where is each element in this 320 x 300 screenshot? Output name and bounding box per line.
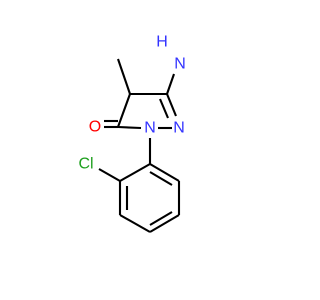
atom-labels: H N N N O Cl <box>78 34 185 173</box>
bond-ring-inner-3 <box>149 171 173 186</box>
bond-c3-amino <box>166 73 175 95</box>
bonds <box>98 58 181 233</box>
bond-ring-cl <box>98 168 121 182</box>
bond-c5-n1 <box>117 125 142 130</box>
atom-ring-n1-label: N <box>144 120 156 137</box>
atom-oxygen-label: O <box>89 119 101 136</box>
bond-c3-n2 <box>166 93 177 117</box>
atom-h2-label: H <box>156 34 168 51</box>
atom-amino-n-label: N <box>174 56 186 73</box>
bond-c4-c5 <box>117 93 131 128</box>
bond-methyl-c4 <box>117 58 131 95</box>
bond-ring-6 <box>149 163 180 182</box>
bond-ring-4 <box>149 214 180 233</box>
molecule-structure: H N N N O Cl <box>78 34 186 233</box>
bond-ring-1 <box>119 163 151 182</box>
molecule-canvas: H N N N O Cl <box>78 34 186 233</box>
bond-c3-n2-inner <box>159 98 169 119</box>
atom-chlorine-label: Cl <box>78 156 93 173</box>
atom-ring-n2-label: N <box>173 120 185 137</box>
bond-ring-inner-2 <box>149 211 173 226</box>
bond-ring-3 <box>119 214 151 233</box>
